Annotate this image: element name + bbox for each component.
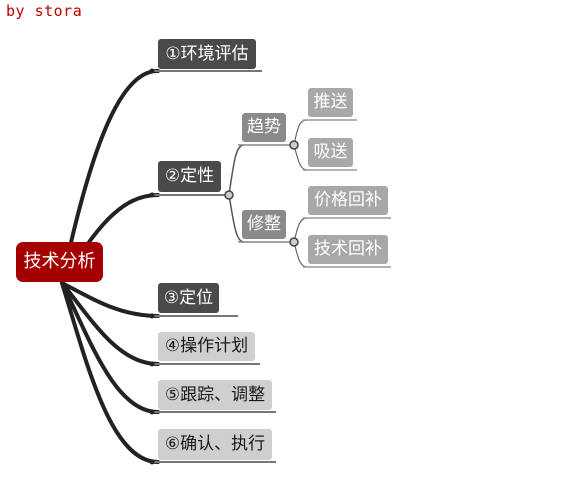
branch-node-4[interactable]: ④操作计划 [158, 332, 255, 361]
join-dot-branch-6 [149, 459, 155, 465]
leaf-node-jiagehuibu[interactable]: 价格回补 [308, 186, 388, 215]
join-dot-branch-1 [149, 68, 155, 74]
join-dot-branch-4 [149, 361, 155, 367]
sub-node-qushi[interactable]: 趋势 [242, 113, 286, 142]
connector-root-branch-4 [60, 281, 160, 366]
root-node-technical-analysis[interactable]: 技术分析 [16, 242, 103, 282]
connector-root-branch-6 [60, 281, 160, 464]
branch-node-6[interactable]: ⑥确认、执行 [158, 429, 272, 460]
collapse-dot-dingxing [224, 190, 234, 200]
connector-root-branch-3 [60, 281, 160, 318]
sub-node-xiuzheng[interactable]: 修整 [242, 210, 286, 239]
join-dot-branch-2 [149, 192, 155, 198]
leaf-node-jishuhuibu[interactable]: 技术回补 [308, 235, 388, 264]
join-dot-branch-5 [149, 409, 155, 415]
branch-node-3[interactable]: ③定位 [158, 283, 219, 313]
leaf-node-xisong[interactable]: 吸送 [308, 138, 353, 167]
join-dot-branch-3 [149, 313, 155, 319]
connector-dingxing-qushi [228, 144, 245, 196]
leaf-node-tuisong[interactable]: 推送 [308, 88, 353, 117]
collapse-dot-qushi [289, 140, 299, 150]
watermark-text: by stora [6, 2, 83, 20]
collapse-dot-xiuzheng [289, 237, 299, 247]
connector-root-branch-5 [60, 281, 160, 414]
branch-node-2[interactable]: ②定性 [158, 161, 221, 192]
branch-node-1[interactable]: ①环境评估 [158, 39, 256, 69]
connector-root-branch-1 [60, 68, 160, 285]
branch-node-5[interactable]: ⑤跟踪、调整 [158, 380, 272, 410]
